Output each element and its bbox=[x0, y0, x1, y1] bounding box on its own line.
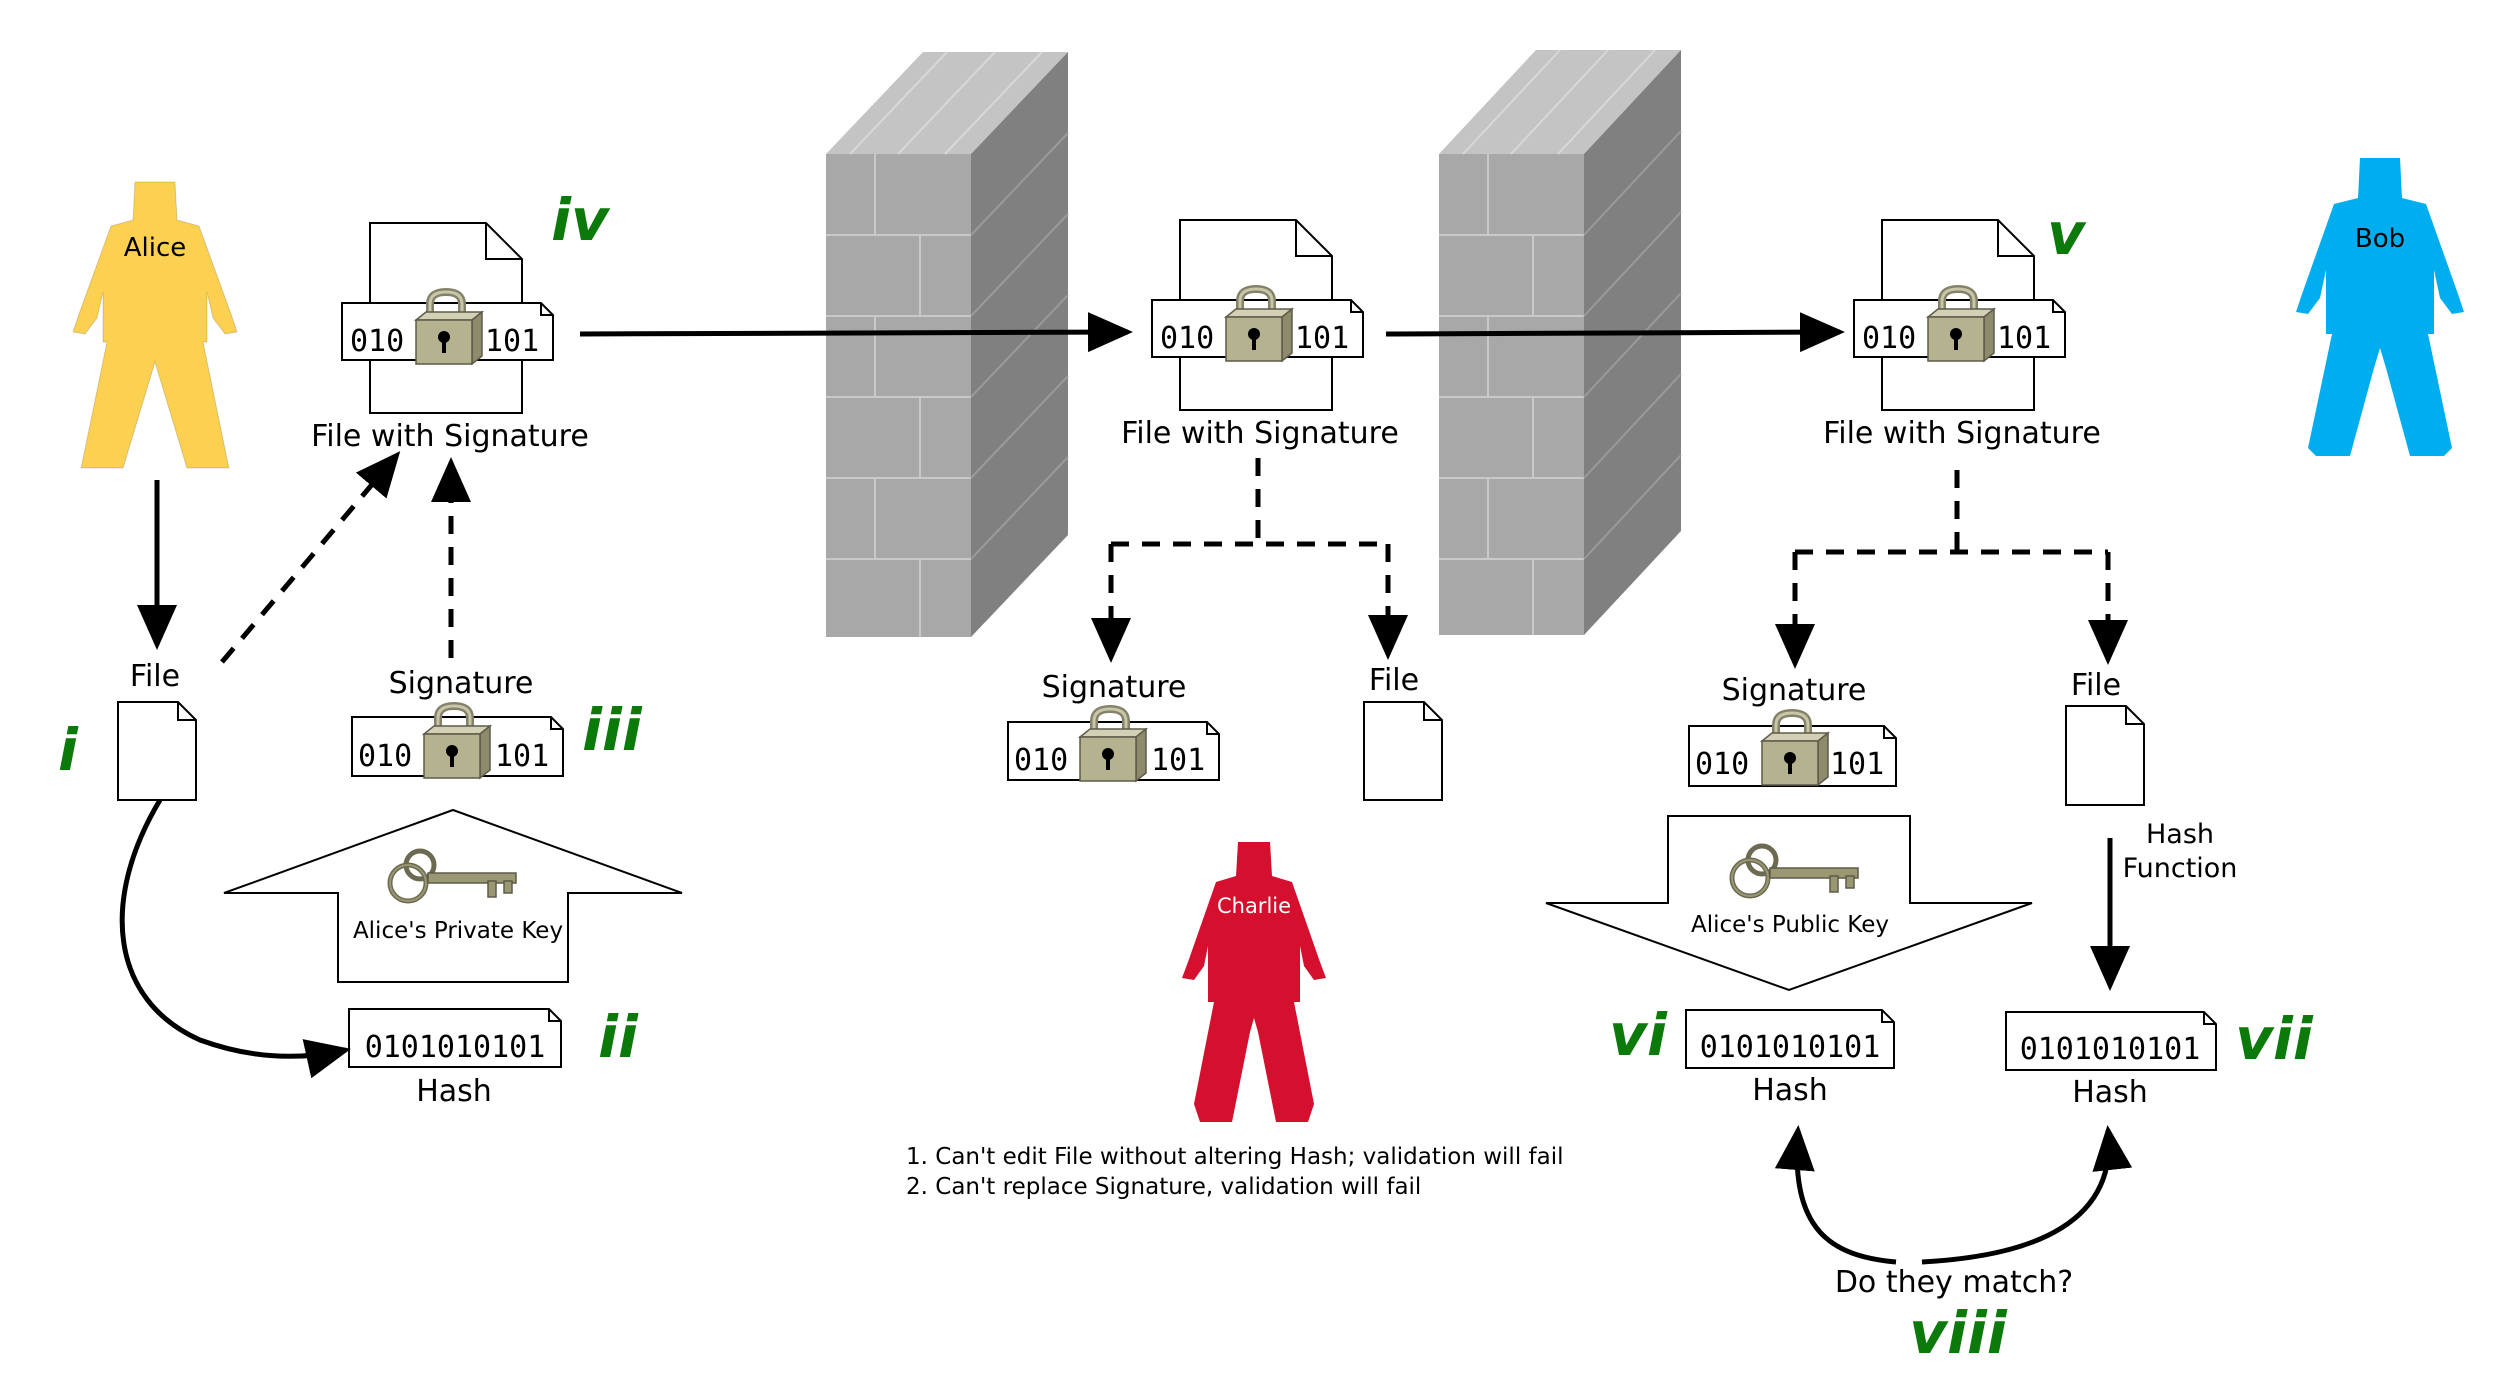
file-with-signature-label: File with Signature bbox=[1823, 416, 2101, 451]
transit-signature: Signature 010 101 bbox=[1007, 670, 1220, 783]
file-icon bbox=[117, 701, 197, 801]
public-key-decrypt-arrow: Alice's Public Key bbox=[1545, 815, 2033, 992]
padlock-icon bbox=[1077, 704, 1149, 783]
step-vii-label: vii bbox=[2235, 1005, 2314, 1073]
step-iv-label: iv bbox=[551, 186, 611, 254]
arrow-icon bbox=[220, 451, 401, 664]
file-label: File bbox=[130, 659, 180, 694]
arrows bbox=[119, 312, 2133, 1265]
signature-label: Signature bbox=[1042, 670, 1187, 705]
file-icon bbox=[2065, 705, 2145, 806]
signed-file-bob: 010 101 File with Signature bbox=[1823, 219, 2101, 451]
binary-left: 010 bbox=[358, 739, 412, 774]
padlock-icon bbox=[1925, 284, 1997, 363]
binary-card: 0101010101 bbox=[348, 1008, 562, 1068]
step-v-label: v bbox=[2047, 200, 2087, 268]
hash-function-label-2: Function bbox=[2123, 853, 2238, 884]
arrow-icon bbox=[1385, 312, 1845, 353]
padlock-icon bbox=[413, 287, 485, 366]
binary-right: 101 bbox=[495, 739, 549, 774]
transit-file: File bbox=[1363, 663, 1443, 801]
binary-right: 101 bbox=[1997, 321, 2051, 356]
key-icon bbox=[1729, 843, 1859, 899]
private-key-encrypt-arrow: Alice's Private Key bbox=[223, 808, 683, 983]
hash-step-ii: 0101010101 Hash bbox=[348, 1008, 562, 1109]
alice-person-icon: Alice bbox=[72, 181, 238, 469]
signature-step-iii: Signature 010 101 bbox=[351, 666, 564, 780]
arrow-icon bbox=[1111, 458, 1388, 547]
signature-label: Signature bbox=[389, 666, 534, 701]
step-viii-label: viii bbox=[1909, 1299, 2008, 1367]
arrow-icon bbox=[1795, 470, 2108, 555]
file-label: File bbox=[2071, 668, 2121, 703]
binary-left: 010 bbox=[1695, 747, 1749, 782]
binary-right: 101 bbox=[1295, 321, 1349, 356]
hash-value: 0101010101 bbox=[1700, 1030, 1881, 1065]
step-iii-label: iii bbox=[582, 696, 643, 764]
step-ii-label: ii bbox=[598, 1003, 639, 1071]
hash-function-label-1: Hash bbox=[2146, 819, 2214, 850]
arrow-icon bbox=[579, 312, 1133, 353]
hash-label: Hash bbox=[1752, 1073, 1828, 1108]
firewall-right-icon bbox=[1439, 49, 1682, 635]
charlie-name: Charlie bbox=[1217, 894, 1291, 918]
file-with-signature-label: File with Signature bbox=[1121, 416, 1399, 451]
private-key-label: Alice's Private Key bbox=[353, 918, 563, 944]
hash-step-vii: 0101010101 Hash bbox=[2005, 1011, 2217, 1110]
charlie-person-icon: Charlie bbox=[1182, 842, 1326, 1122]
step-vi-label: vi bbox=[1609, 1001, 1668, 1069]
file-label: File bbox=[1369, 663, 1419, 698]
file-icon bbox=[1363, 701, 1443, 801]
firewall-left-icon bbox=[826, 51, 1069, 637]
alice-name: Alice bbox=[124, 233, 187, 263]
arrow-icon bbox=[119, 798, 351, 1079]
bob-person-icon: Bob bbox=[2296, 158, 2464, 456]
binary-right: 101 bbox=[1151, 743, 1205, 778]
signed-file-transit: 010 101 File with Signature bbox=[1121, 219, 1399, 451]
match-arc bbox=[1921, 1125, 2133, 1265]
binary-right: 101 bbox=[1830, 747, 1884, 782]
hash-label: Hash bbox=[416, 1074, 492, 1109]
binary-left: 010 bbox=[1160, 321, 1214, 356]
binary-card: 0101010101 bbox=[2005, 1011, 2217, 1071]
step-i-label: i bbox=[58, 716, 79, 784]
key-icon bbox=[387, 848, 517, 904]
padlock-icon bbox=[1223, 284, 1295, 363]
hash-step-vi: 0101010101 Hash bbox=[1685, 1009, 1895, 1108]
signed-file-alice: 010 101 File with Signature bbox=[311, 222, 589, 454]
padlock-icon bbox=[421, 701, 493, 780]
do-they-match-label: Do they match? bbox=[1835, 1265, 2073, 1300]
match-arc bbox=[1774, 1125, 1897, 1265]
bob-signature: Signature 010 101 bbox=[1688, 673, 1897, 787]
note-2: 2. Can't replace Signature, validation w… bbox=[906, 1174, 1421, 1200]
hash-value: 0101010101 bbox=[365, 1030, 546, 1065]
hash-value: 0101010101 bbox=[2020, 1032, 2201, 1067]
public-key-label: Alice's Public Key bbox=[1691, 912, 1889, 938]
binary-left: 010 bbox=[1862, 321, 1916, 356]
signature-label: Signature bbox=[1722, 673, 1867, 708]
note-1: 1. Can't edit File without altering Hash… bbox=[906, 1144, 1564, 1170]
file-with-signature-label: File with Signature bbox=[311, 419, 589, 454]
bob-name: Bob bbox=[2355, 224, 2405, 254]
file-step-i: File bbox=[117, 659, 197, 801]
bob-file: File bbox=[2065, 668, 2145, 806]
binary-card: 0101010101 bbox=[1685, 1009, 1895, 1069]
hash-label: Hash bbox=[2072, 1075, 2148, 1110]
padlock-icon bbox=[1759, 708, 1831, 787]
binary-right: 101 bbox=[485, 324, 539, 359]
binary-left: 010 bbox=[1014, 743, 1068, 778]
binary-left: 010 bbox=[350, 324, 404, 359]
